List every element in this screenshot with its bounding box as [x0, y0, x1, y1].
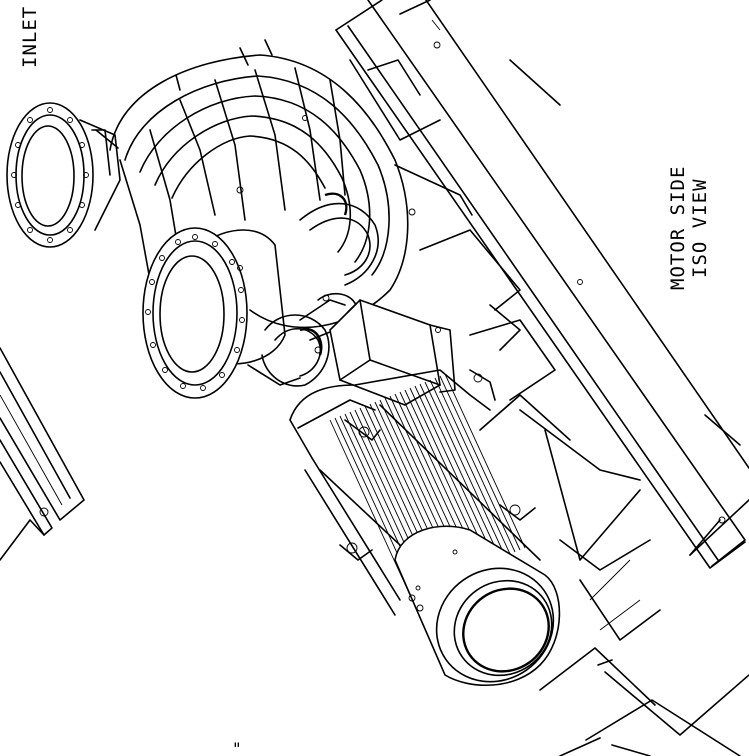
inlet-flange-upper: [6, 102, 121, 248]
motor-fan-cover: [394, 525, 561, 687]
pump-volute-housing: [95, 39, 416, 329]
inlet-label: INLET: [19, 6, 41, 68]
view-label-line2: ISO VIEW: [689, 178, 711, 278]
base-skid-frame: [335, 0, 749, 756]
view-label-line1: MOTOR SIDE: [667, 166, 689, 290]
dimension-mark: ": [232, 739, 243, 756]
left-partial-frame: [0, 347, 85, 561]
terminal-box: [329, 299, 456, 406]
discharge-flange: [142, 227, 286, 399]
